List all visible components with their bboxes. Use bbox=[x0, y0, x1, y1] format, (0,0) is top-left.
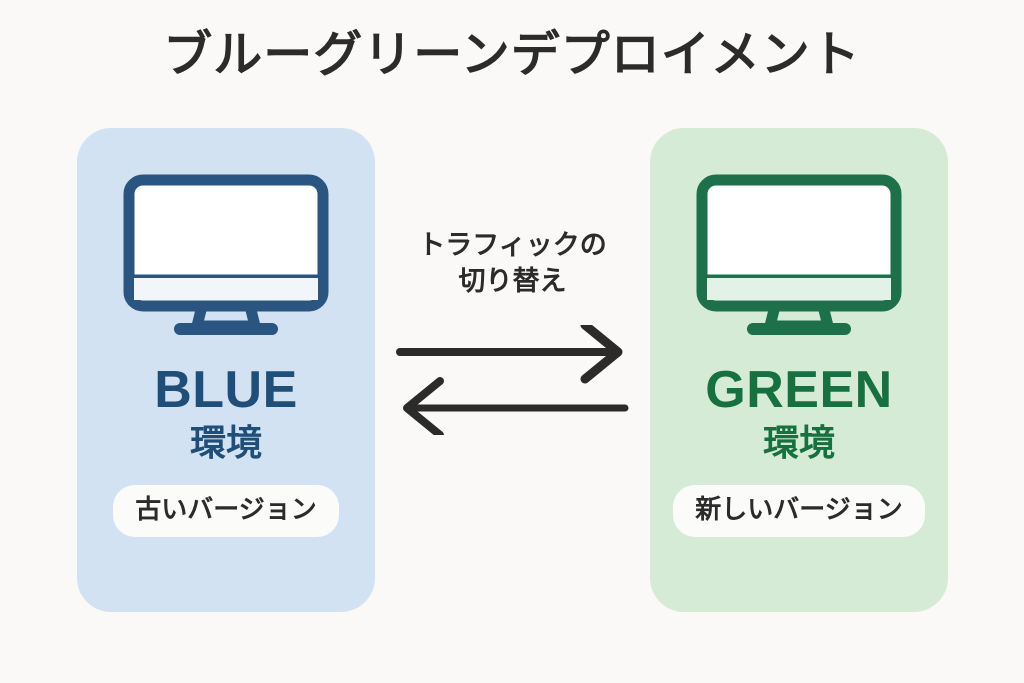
version-badge-green: 新しいバージョン bbox=[673, 485, 925, 537]
environment-name-green: GREEN bbox=[705, 361, 893, 419]
monitor-icon bbox=[123, 174, 329, 335]
environment-name-blue: BLUE bbox=[154, 361, 298, 419]
environment-card-green[interactable]: GREEN 環境 新しいバージョン bbox=[650, 128, 948, 612]
traffic-switch-group: トラフィックの 切り替え bbox=[375, 228, 650, 436]
traffic-switch-label-line2: 切り替え bbox=[458, 265, 567, 296]
environment-subtitle-blue: 環境 bbox=[189, 422, 262, 463]
page-title: ブルーグリーンデプロイメント bbox=[163, 28, 861, 82]
arrow-right-icon bbox=[396, 325, 623, 384]
environment-card-blue[interactable]: BLUE 環境 古いバージョン bbox=[77, 128, 375, 612]
environment-subtitle-green: 環境 bbox=[762, 422, 835, 463]
version-badge-blue: 古いバージョン bbox=[113, 485, 339, 537]
arrow-left-icon bbox=[403, 377, 629, 436]
monitor-icon bbox=[696, 174, 902, 335]
traffic-switch-label-line1: トラフィックの bbox=[418, 230, 607, 260]
traffic-arrows bbox=[396, 325, 629, 436]
